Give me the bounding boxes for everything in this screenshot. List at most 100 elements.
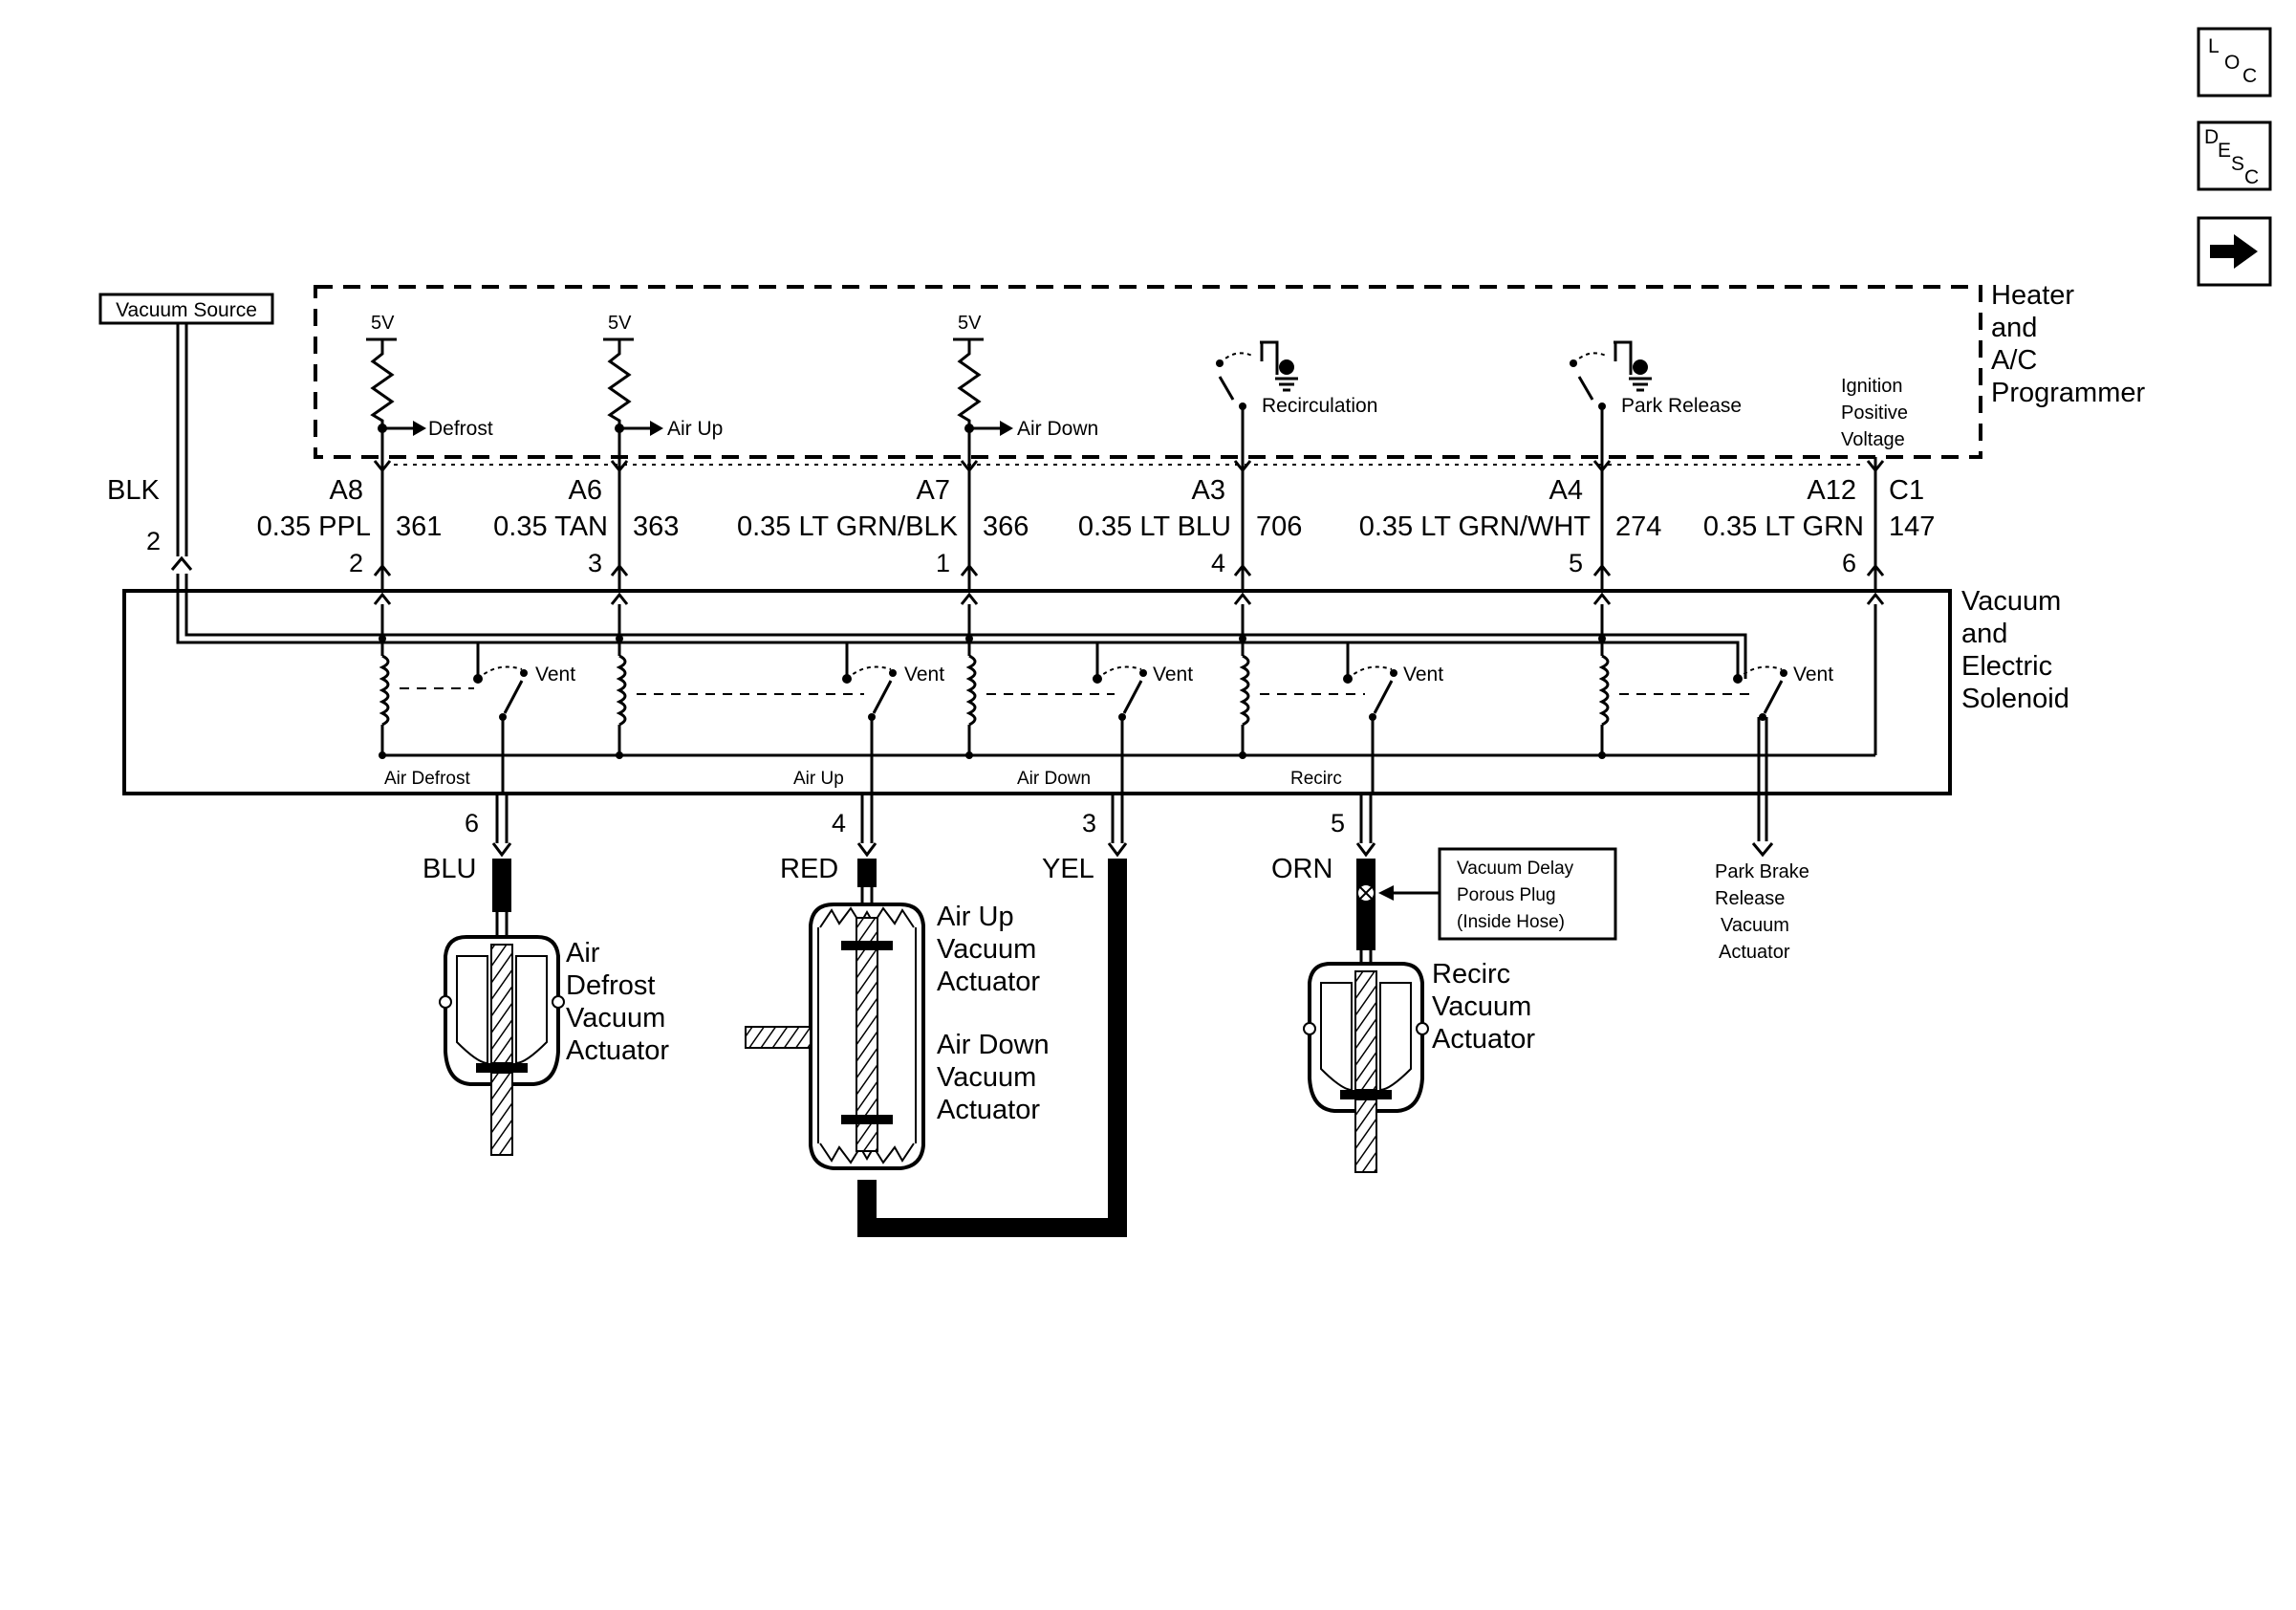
hose-air-defrost: 6 BLU: [422, 794, 512, 937]
wire-706-color: 0.35 LT BLU: [1078, 511, 1231, 542]
desc-letter-s: S: [2231, 153, 2244, 175]
air-up-actuator-line1: Air Up: [937, 902, 1014, 932]
air-down-output-label: Air Down: [1017, 418, 1098, 440]
ignition-label-line3: Voltage: [1841, 429, 1905, 450]
wire-361-color: 0.35 PPL: [257, 511, 371, 542]
right-arrow-icon: [2210, 234, 2258, 269]
vent-label: Vent: [904, 664, 944, 685]
hose-air-defrost-pin: 6: [465, 809, 479, 838]
programmer-title-line3: A/C: [1991, 345, 2037, 376]
hose-recirc-pin: 5: [1331, 809, 1345, 838]
air-down-actuator-line1: Air Down: [937, 1030, 1050, 1060]
delay-plug-line2: Porous Plug: [1457, 885, 1556, 905]
ignition-label-line2: Positive: [1841, 402, 1908, 424]
next-button[interactable]: [2197, 216, 2272, 287]
air-down-actuator-line3: Actuator: [937, 1095, 1040, 1125]
defrost-output-label: Defrost: [428, 418, 493, 440]
programmer-title-line1: Heater: [1991, 280, 2074, 311]
programmer-module: Heater and A/C Programmer 5V Defrost 5V …: [314, 280, 2145, 459]
recirc-actuator-line1: Recirc: [1432, 959, 1510, 990]
vent-label: Vent: [1403, 664, 1443, 685]
valve-air-defrost: Vent Air Defrost: [384, 664, 575, 794]
wire-363-color: 0.35 TAN: [493, 511, 608, 542]
park-brake-line3: Vacuum: [1721, 915, 1789, 936]
circuit-366: 366: [983, 511, 1029, 542]
air-defrost-actuator-line2: Defrost: [566, 970, 655, 1001]
wire-366-color: 0.35 LT GRN/BLK: [737, 511, 959, 542]
air-defrost-actuator: Air Defrost Vacuum Actuator: [439, 935, 669, 1156]
circuit-147: 147: [1889, 511, 1935, 542]
hose-air-up-color: RED: [780, 854, 838, 884]
port-recirc-label: Recirc: [1290, 769, 1342, 789]
hose-air-down-pin: 3: [1082, 809, 1096, 838]
desc-letter-c: C: [2244, 166, 2259, 188]
solenoid-title-line3: Electric: [1961, 651, 2052, 682]
coil-park-release: [1598, 604, 1610, 755]
pin-706: 4: [1211, 549, 1225, 577]
ignition-voltage: Ignition Positive Voltage: [1841, 376, 1908, 450]
hose-recirc-color: ORN: [1271, 854, 1332, 884]
circuit-labels: A8 0.35 PPL 361 2 A6 0.35 TAN 363 3 A7 0…: [257, 475, 1936, 577]
hose-air-up-pin: 4: [832, 809, 846, 838]
hose-air-defrost-color: BLU: [422, 854, 476, 884]
loc-letter-l: L: [2208, 35, 2220, 57]
pin-361: 2: [349, 549, 363, 577]
vacuum-source-pin: 2: [146, 527, 161, 555]
hose-air-down-color: YEL: [1042, 854, 1094, 884]
vent-label: Vent: [1793, 664, 1833, 685]
air-defrost-actuator-line4: Actuator: [566, 1035, 669, 1066]
coil-recirc: [1239, 604, 1250, 755]
park-release-switch: Park Release: [1570, 340, 1742, 457]
port-air-down-label: Air Down: [1017, 769, 1091, 789]
programmer-title-line4: Programmer: [1991, 378, 2145, 408]
vent-label: Vent: [535, 664, 575, 685]
terminal-a8: A8: [330, 475, 363, 506]
pin-274: 5: [1569, 549, 1583, 577]
vacuum-source: Vacuum Source BLK 2: [98, 293, 1747, 679]
recirculation-label: Recirculation: [1262, 395, 1377, 417]
loc-letter-c: C: [2242, 65, 2257, 87]
circuit-274: 274: [1615, 511, 1661, 542]
air-up-output-label: Air Up: [667, 418, 723, 440]
coil-air-down: [965, 604, 977, 755]
desc-letter-e: E: [2218, 140, 2231, 162]
vacuum-electric-solenoid: Vacuum and Electric Solenoid: [122, 586, 2069, 858]
hose-recirc: 5 ORN: [1271, 794, 1376, 966]
wire-274-color: 0.35 LT GRN/WHT: [1359, 511, 1592, 542]
recirc-actuator: Recirc Vacuum Actuator: [1303, 959, 1535, 1173]
air-defrost-actuator-line1: Air: [566, 938, 600, 968]
recirculation-switch: Recirculation: [1216, 340, 1377, 457]
air-up-actuator-line3: Actuator: [937, 967, 1040, 997]
port-air-defrost-label: Air Defrost: [384, 769, 470, 789]
air-down-actuator-line2: Vacuum: [937, 1062, 1036, 1093]
desc-button[interactable]: D E S C: [2197, 120, 2272, 191]
vacuum-delay-plug: Vacuum Delay Porous Plug (Inside Hose): [1378, 847, 1617, 941]
valve-park-release: Vent: [1619, 664, 1833, 858]
loc-letter-o: O: [2224, 52, 2240, 74]
supply-5v-label: 5V: [958, 313, 982, 334]
circuit-361: 361: [396, 511, 442, 542]
solenoid-title-line2: and: [1961, 619, 2007, 649]
park-brake-line1: Park Brake: [1715, 861, 1809, 882]
park-brake-line4: Actuator: [1719, 942, 1790, 963]
valve-air-down: Vent Air Down: [986, 664, 1193, 794]
recirc-actuator-line3: Actuator: [1432, 1024, 1535, 1055]
circuit-706: 706: [1256, 511, 1302, 542]
delay-plug-line1: Vacuum Delay: [1457, 859, 1574, 879]
terminal-a12: A12: [1807, 475, 1856, 506]
port-air-up-label: Air Up: [793, 769, 844, 789]
park-brake-release-actuator: Park Brake Release Vacuum Actuator: [1715, 861, 1809, 963]
solenoid-title-line4: Solenoid: [1961, 684, 2069, 714]
pin-366: 1: [936, 549, 950, 577]
circuit-363: 363: [633, 511, 679, 542]
defrost-driver: 5V Defrost: [366, 313, 493, 457]
vacuum-source-label: Vacuum Source: [116, 299, 257, 321]
programmer-title-line2: and: [1991, 313, 2037, 343]
loc-button[interactable]: L O C: [2197, 27, 2272, 98]
supply-5v-label: 5V: [608, 313, 632, 334]
terminal-a6: A6: [569, 475, 602, 506]
solenoid-title-line1: Vacuum: [1961, 586, 2061, 617]
ignition-label-line1: Ignition: [1841, 376, 1903, 397]
air-up-down-actuator: Air Up Vacuum Actuator Air Down Vacuum A…: [745, 887, 1050, 1170]
